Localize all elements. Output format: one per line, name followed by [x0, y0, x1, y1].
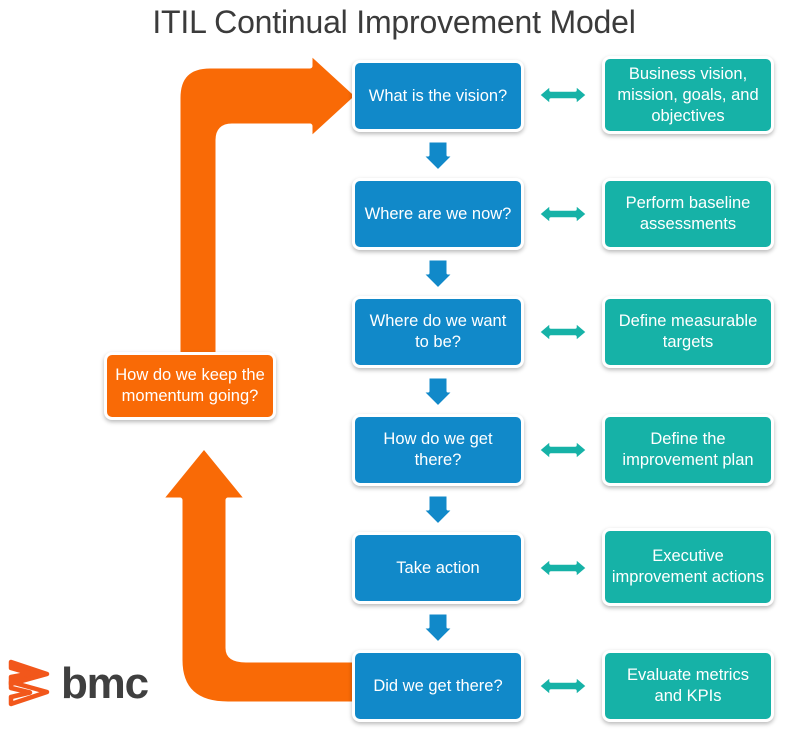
stage-answer-6-label: Evaluate metrics and KPIs: [627, 666, 749, 705]
stage-question-2-label: Where are we now?: [364, 204, 512, 223]
stage-question-3-label: Where do we want to be?: [369, 312, 507, 351]
stage-answer-4[interactable]: Define the improvement plan: [602, 414, 774, 486]
stage-answer-3[interactable]: Define measurable targets: [602, 296, 774, 368]
page-title: ITIL Continual Improvement Model: [152, 4, 636, 40]
feedback-node-label: How do we keep the momentum going?: [115, 366, 265, 405]
double-headed-arrow-icon-5: [535, 551, 591, 585]
stage-question-2[interactable]: Where are we now?: [352, 178, 524, 250]
double-headed-arrow-icon-2: [535, 197, 591, 231]
stage-answer-1-label: Business vision, mission, goals, and obj…: [617, 64, 759, 125]
down-arrow-icon-4: [421, 492, 455, 528]
double-headed-arrow-icon-1: [535, 78, 591, 112]
bmc-chevron-mark-icon: [8, 659, 50, 707]
stage-question-3[interactable]: Where do we want to be?: [352, 296, 524, 368]
stage-question-4[interactable]: How do we get there?: [352, 414, 524, 486]
stage-answer-3-label: Define measurable targets: [618, 312, 758, 351]
down-arrow-icon-5: [421, 610, 455, 646]
double-headed-arrow-icon-3: [535, 315, 591, 349]
feedback-in-arrow: [148, 432, 388, 722]
stage-question-5[interactable]: Take action: [352, 532, 524, 604]
double-headed-arrow-icon-6: [535, 669, 591, 703]
stage-answer-5-label: Executive improvement actions: [611, 547, 765, 586]
stage-question-5-label: Take action: [396, 558, 480, 577]
stage-answer-1[interactable]: Business vision, mission, goals, and obj…: [602, 56, 774, 134]
bmc-wordmark: bmc: [61, 659, 149, 708]
stage-answer-6[interactable]: Evaluate metrics and KPIs: [602, 650, 774, 722]
stage-question-4-label: How do we get there?: [383, 430, 493, 469]
stage-question-6-label: Did we get there?: [373, 676, 503, 695]
stage-answer-4-label: Define the improvement plan: [622, 430, 754, 469]
bmc-logo: bmc: [6, 652, 166, 714]
down-arrow-icon-3: [421, 374, 455, 410]
stage-answer-5[interactable]: Executive improvement actions: [602, 528, 774, 606]
stage-answer-2[interactable]: Perform baseline assessments: [602, 178, 774, 250]
feedback-node-momentum[interactable]: How do we keep the momentum going?: [104, 352, 276, 420]
stage-question-1-label: What is the vision?: [368, 86, 508, 105]
stage-question-6[interactable]: Did we get there?: [352, 650, 524, 722]
stage-answer-2-label: Perform baseline assessments: [625, 194, 751, 233]
double-headed-arrow-icon-4: [535, 433, 591, 467]
down-arrow-icon-1: [421, 138, 455, 174]
stage-question-1[interactable]: What is the vision?: [352, 60, 524, 132]
feedback-out-arrow: [158, 52, 368, 362]
down-arrow-icon-2: [421, 256, 455, 292]
